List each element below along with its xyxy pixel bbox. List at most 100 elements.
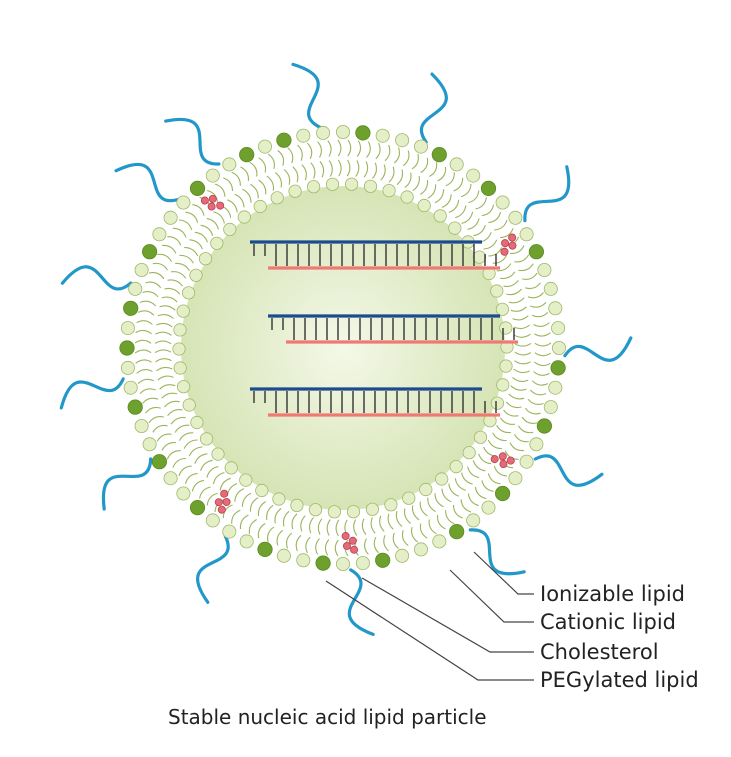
phospholipid-head	[508, 471, 523, 486]
phospholipid-head	[176, 486, 191, 501]
cholesterol-icon	[214, 489, 231, 514]
lipid-tail	[445, 510, 455, 525]
lipid-tail	[291, 513, 298, 530]
phospholipid-head	[288, 184, 302, 198]
lipid-tail	[492, 432, 507, 442]
duplex-icon	[250, 240, 500, 270]
phospholipid-head	[448, 221, 462, 235]
lipid-tail	[512, 315, 529, 321]
lipid-tail	[277, 150, 285, 166]
lipid-tail	[496, 263, 512, 272]
lipid-tail	[503, 409, 519, 417]
ionizable-lipid-head	[142, 244, 158, 260]
lipid-tail	[157, 314, 174, 320]
lipid-tail	[148, 272, 165, 280]
phospholipid-head	[120, 360, 135, 375]
cholesterol-icon	[200, 194, 225, 211]
lipid-tail	[524, 407, 541, 415]
lipid-tail	[356, 140, 362, 157]
lipid-tail	[521, 272, 538, 280]
lipid-tail	[161, 296, 178, 303]
phospholipid-head	[481, 500, 496, 515]
lipid-tail	[206, 492, 218, 506]
lipid-tail	[481, 204, 495, 217]
lipid-tail	[324, 539, 330, 556]
lipid-tail	[427, 184, 437, 199]
lipid-tail	[142, 397, 159, 404]
lipid-tail	[371, 162, 377, 179]
phospholipid-head	[462, 446, 476, 460]
lipid-tail	[514, 360, 531, 365]
lipid-tail	[223, 177, 234, 192]
lipid-tail	[525, 282, 541, 290]
phospholipid-head	[239, 534, 254, 549]
phospholipid-head	[177, 380, 191, 394]
lipid-tail	[434, 189, 445, 204]
phospholipid-head	[237, 210, 251, 224]
lipid-tail	[518, 425, 534, 434]
lipid-tail	[134, 349, 152, 354]
lipid-tail	[136, 320, 153, 325]
phospholipid-head	[255, 483, 269, 498]
lipid-tail	[183, 439, 198, 449]
lipid-tail	[184, 472, 198, 484]
cholesterol-ring	[208, 194, 217, 203]
lipid-tail	[510, 306, 527, 312]
lipid-tail	[286, 532, 293, 549]
peg-chain-icon	[533, 454, 604, 487]
phospholipid-head	[272, 492, 286, 506]
cholesterol-ring	[500, 247, 509, 256]
lipid-tail	[292, 166, 299, 183]
phospholipid-head	[224, 461, 238, 475]
lipid-tail	[412, 176, 420, 192]
phospholipid-head	[163, 210, 178, 225]
lipid-tail	[142, 291, 159, 298]
phospholipid-head	[432, 534, 447, 549]
lipid-tail	[392, 532, 399, 549]
cholesterol-ring	[348, 536, 357, 545]
cholesterol-ring	[207, 202, 216, 211]
lipid-tail	[514, 342, 532, 347]
lipid-tail	[393, 147, 400, 164]
lipid-tail	[353, 519, 358, 536]
phospholipid-head	[395, 548, 410, 563]
cholesterol-ring	[506, 456, 515, 465]
lipid-tail	[157, 375, 174, 381]
peg-chain-icon	[60, 265, 133, 291]
leader-pegylated-lipid	[325, 580, 534, 681]
phospholipid-head	[508, 210, 523, 225]
phospholipid-head	[211, 447, 225, 461]
lipid-tail	[529, 389, 547, 396]
phospholipid-head	[449, 157, 464, 172]
phospholipid-head	[173, 323, 187, 337]
phospholipid-head	[290, 498, 304, 512]
lipid-tail	[326, 519, 331, 536]
lipid-tail	[514, 351, 532, 356]
phospholipid-head	[199, 432, 214, 446]
lipid-tail	[455, 205, 467, 219]
lipid-tail	[306, 142, 313, 160]
lipid-tail	[134, 339, 152, 344]
lipid-tail	[346, 159, 351, 177]
ionizable-lipid-head	[315, 555, 331, 571]
lipid-tail	[499, 417, 515, 425]
lipid-tail	[373, 536, 380, 554]
lipid-tail	[420, 180, 429, 195]
lipid-tail	[266, 175, 275, 191]
lipid-tail	[137, 378, 155, 385]
lipid-tail	[328, 160, 333, 177]
phospholipid-head	[176, 304, 190, 318]
lipid-tail	[531, 380, 549, 386]
phospholipid-head	[382, 184, 396, 198]
lipid-tail	[179, 254, 194, 264]
phospholipid-head	[198, 252, 213, 266]
ionizable-lipid-head	[449, 523, 465, 540]
phospholipid-head	[142, 437, 157, 452]
leader-cationic-lipid	[449, 569, 534, 623]
phospholipid-head	[519, 454, 534, 469]
leader-cholesterol	[361, 577, 534, 653]
lipid-tail	[487, 439, 502, 450]
lipid-tail	[219, 477, 231, 491]
lipid-tail	[172, 457, 187, 468]
phospholipid-head	[433, 209, 447, 223]
